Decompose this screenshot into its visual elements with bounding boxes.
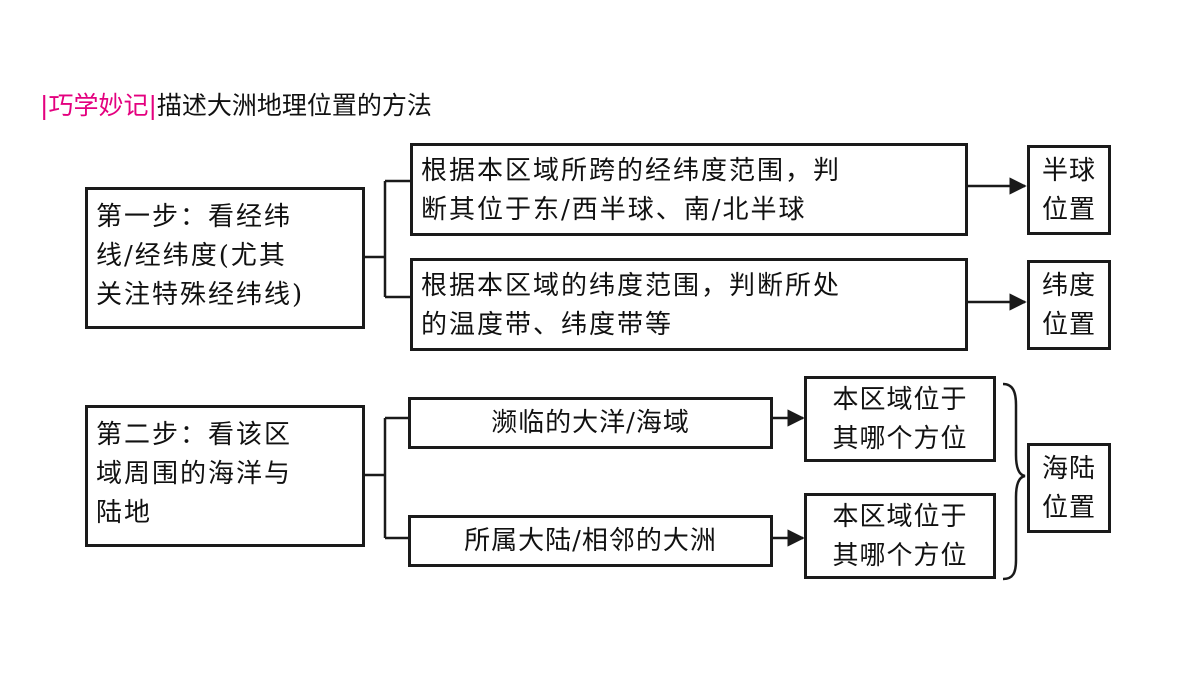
step2-box: 第二步：看该区 域周围的海洋与 陆地 [85,405,365,547]
heading-title: 描述大洲地理位置的方法 [156,91,432,120]
step1-branch-1-line-1: 根据本区域所跨的经纬度范围，判 [421,156,842,186]
step2-result-1-box: 本区域位于 其哪个方位 [804,376,996,462]
latitude-position-line-2: 位置 [1041,310,1096,340]
step2-result-2-box: 本区域位于 其哪个方位 [804,493,996,579]
step1-branch-connector [364,179,412,299]
step2-result-1-line-2: 其哪个方位 [832,424,968,454]
hemisphere-position-line-2: 位置 [1041,195,1096,225]
step2-branch-2-box: 所属大陆/相邻的大洲 [408,515,773,567]
step1-branch-2-box: 根据本区域的纬度范围，判断所处 的温度带、纬度带等 [410,258,968,351]
step2-line-3: 陆地 [96,498,153,528]
curly-brace [1002,382,1026,581]
step1-line-3: 关注特殊经纬线) [96,280,305,310]
step1-branch-1-line-2: 断其位于东/西半球、南/北半球 [421,195,807,225]
step1-branch-2-line-1: 根据本区域的纬度范围，判断所处 [421,271,842,301]
step2-branch-1-text: 濒临的大洋/海域 [491,408,690,438]
latitude-position-box: 纬度 位置 [1027,260,1111,350]
heading-tag: 巧学妙记 [48,91,149,120]
latitude-position-line-1: 纬度 [1041,271,1096,301]
hemisphere-position-box: 半球 位置 [1027,145,1111,235]
step2-result-1-line-1: 本区域位于 [832,385,968,415]
hemisphere-position-line-1: 半球 [1041,156,1096,186]
step2-result-2-line-1: 本区域位于 [832,502,968,532]
heading-divider-left: | [40,91,49,120]
section-heading: |巧学妙记|描述大洲地理位置的方法 [40,86,432,126]
step1-branch-2-line-2: 的温度带、纬度带等 [421,310,674,340]
heading-divider-right: | [148,91,157,120]
step1-line-2: 线/经纬度(尤其 [96,241,287,271]
step2-branch-1-box: 濒临的大洋/海域 [408,397,773,449]
step1-line-1: 第一步：看经纬 [96,202,293,232]
step1-branch-1-box: 根据本区域所跨的经纬度范围，判 断其位于东/西半球、南/北半球 [410,143,968,236]
sea-land-position-box: 海陆 位置 [1027,443,1111,533]
sea-land-position-line-2: 位置 [1041,493,1096,523]
step2-line-2: 域周围的海洋与 [96,459,293,489]
sea-land-position-line-1: 海陆 [1041,454,1096,484]
step2-branch-2-text: 所属大陆/相邻的大洲 [464,526,717,556]
step1-box: 第一步：看经纬 线/经纬度(尤其 关注特殊经纬线) [85,187,365,329]
step2-branch-connector [364,416,410,540]
step2-result-2-line-2: 其哪个方位 [832,541,968,571]
step2-line-1: 第二步：看该区 [96,420,293,450]
